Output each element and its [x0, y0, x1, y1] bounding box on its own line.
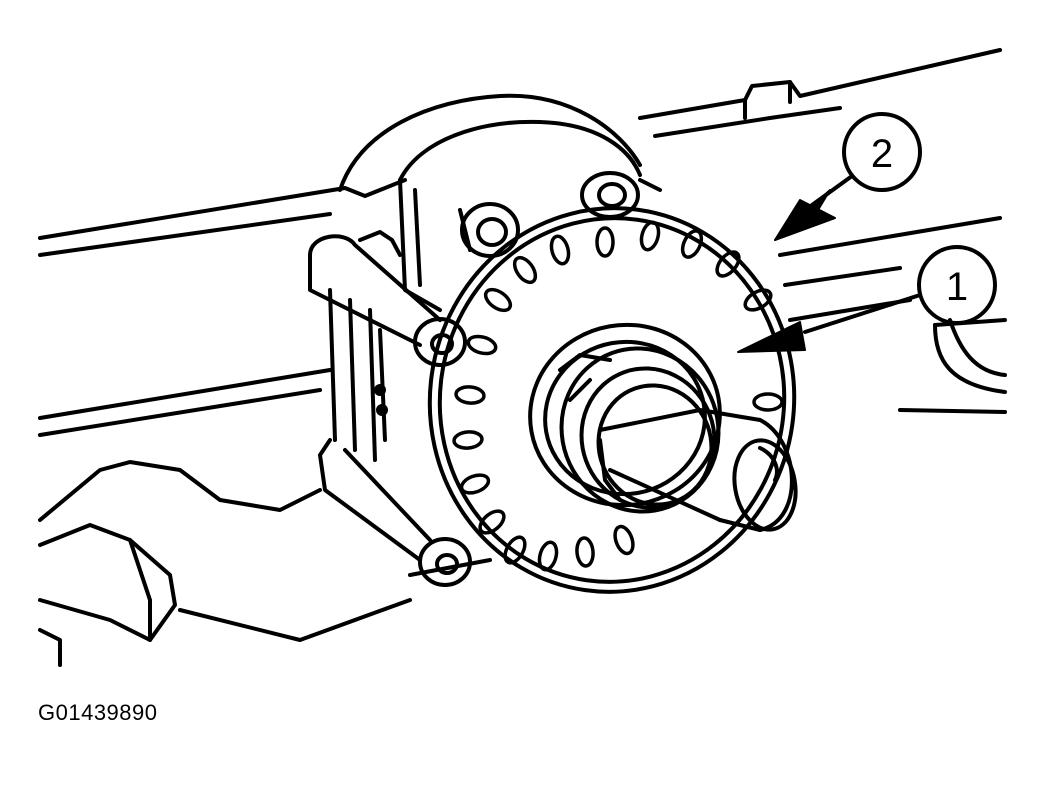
holding-bracket: [308, 230, 472, 587]
pump-shaft-hub: [528, 322, 798, 532]
right-housing-step: [898, 318, 1007, 414]
callout-label-2: 2: [871, 132, 893, 176]
callout-label-1: 1: [946, 265, 968, 309]
reluctor-wheel: [427, 206, 797, 594]
upper-housing-rail: [38, 48, 1002, 322]
pump-body: [338, 93, 662, 312]
callout-1: [737, 245, 997, 353]
callout-2: [774, 112, 922, 241]
figure-code: G01439890: [38, 700, 158, 725]
lower-housing-rail: [38, 368, 492, 667]
